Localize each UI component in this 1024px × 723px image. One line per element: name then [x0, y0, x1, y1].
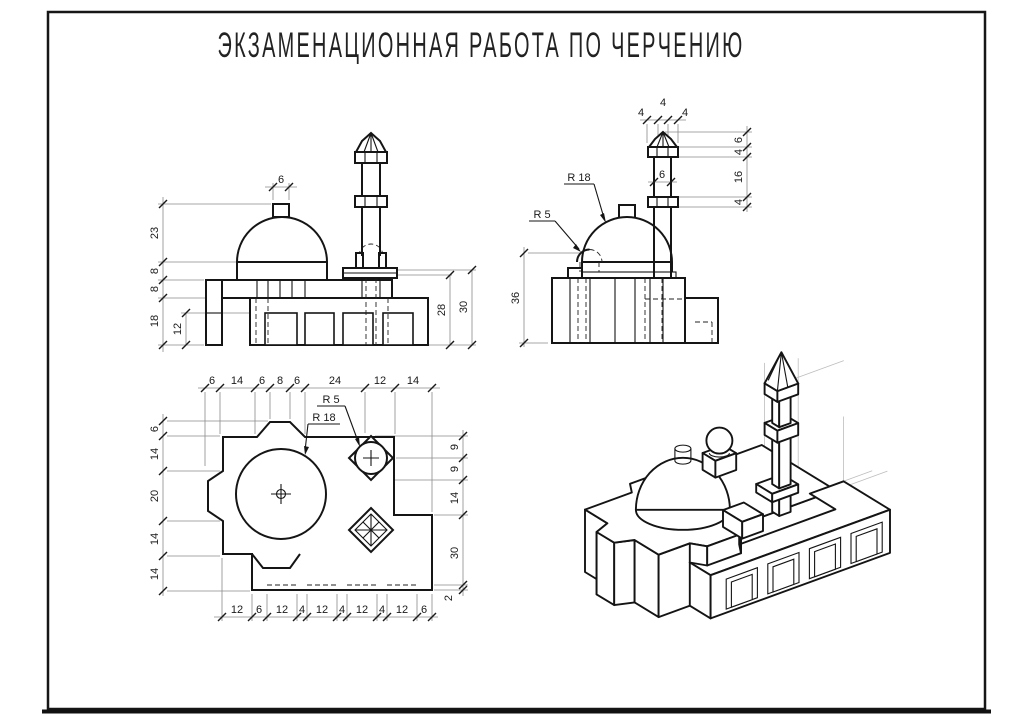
- dim-label: 14: [231, 375, 243, 387]
- dim-label: 8: [149, 268, 161, 274]
- dim-label: 6: [294, 375, 300, 387]
- dimension-ticks: [158, 115, 752, 622]
- dim-label: 8: [277, 375, 283, 387]
- radius-label: R 5: [533, 209, 550, 221]
- front-door-1: [264, 312, 298, 346]
- side-small-dome: [576, 248, 590, 263]
- front-door-2: [304, 312, 335, 346]
- dim-label: 20: [149, 490, 161, 502]
- isometric-view: [584, 351, 891, 620]
- dim-label: 4: [379, 604, 385, 616]
- dim-label: 14: [449, 492, 461, 504]
- dim-label: 30: [449, 547, 461, 559]
- drawing-border: [46, 10, 987, 711]
- side-dome: [580, 216, 674, 263]
- dim-label: 12: [396, 604, 408, 616]
- dim-label: 12: [172, 323, 184, 335]
- dim-label: 6: [659, 169, 665, 181]
- drawing-title: ЭКЗАМЕНАЦИОННАЯ РАБОТА ПО ЧЕРЧЕНИЮ: [218, 26, 745, 65]
- radius-label: R 5: [322, 394, 339, 406]
- front-door-4: [382, 312, 414, 346]
- dim-label: 2: [443, 595, 455, 601]
- front-dome-drum: [236, 261, 328, 281]
- plan-view: R 5 R 18 6 14 6 8 6 24 12 14 6 14 20 14 …: [149, 375, 468, 621]
- side-elevation-view: R 18 R 5 4 4 4 6 6 4 16 4 36: [510, 97, 752, 347]
- front-door-3: [342, 312, 374, 346]
- dim-label: 12: [276, 604, 288, 616]
- dim-label: 14: [407, 375, 419, 387]
- front-dome: [235, 216, 329, 263]
- side-base-block: [551, 277, 686, 344]
- dim-label: 6: [259, 375, 265, 387]
- dim-label: 14: [149, 533, 161, 545]
- dim-label: 36: [510, 292, 522, 304]
- dim-label: 4: [638, 107, 644, 119]
- radius-label: R 18: [312, 412, 335, 424]
- page-title: ЭКЗАМЕНАЦИОННАЯ РАБОТА ПО ЧЕРЧЕНИЮ: [218, 26, 745, 65]
- dim-label: 12: [356, 604, 368, 616]
- dim-label: 30: [458, 301, 470, 313]
- plan-south-bay: [251, 553, 301, 569]
- dim-label: 28: [436, 304, 448, 316]
- dim-label: 9: [449, 466, 461, 472]
- front-dome-lantern: [272, 203, 290, 218]
- dim-label: 14: [149, 568, 161, 580]
- dim-label: 6: [256, 604, 262, 616]
- dim-label: 4: [299, 604, 305, 616]
- dim-label: 4: [660, 97, 666, 109]
- front-arcade-band: [221, 279, 393, 299]
- dim-label: 6: [733, 137, 745, 143]
- dim-label: 4: [339, 604, 345, 616]
- dim-label: 6: [421, 604, 427, 616]
- dim-label: 6: [209, 375, 215, 387]
- dim-label: 14: [149, 448, 161, 460]
- dim-label: 23: [149, 227, 161, 239]
- dim-label: 9: [449, 444, 461, 450]
- dim-label: 6: [278, 174, 284, 186]
- dim-label: 24: [329, 375, 341, 387]
- dim-label: 12: [374, 375, 386, 387]
- radius-label: R 18: [567, 172, 590, 184]
- dim-label: 12: [231, 604, 243, 616]
- front-elevation-view: 6 23 8 8 18 12 28 30: [149, 131, 476, 352]
- dim-label: 4: [682, 107, 688, 119]
- side-base-step: [684, 297, 719, 344]
- dim-label: 8: [149, 286, 161, 292]
- dim-label: 6: [149, 426, 161, 432]
- dim-label: 4: [733, 149, 745, 155]
- dim-label: 18: [149, 315, 161, 327]
- dim-label: 16: [733, 171, 745, 183]
- dim-label: 4: [733, 199, 745, 205]
- dim-label: 12: [316, 604, 328, 616]
